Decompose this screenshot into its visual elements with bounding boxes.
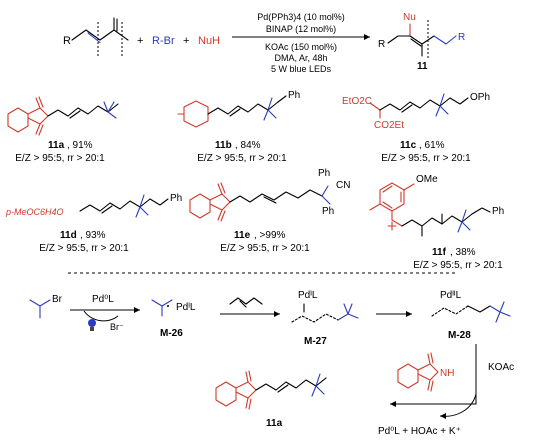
bromide-anion: Br⁻ <box>110 322 124 332</box>
ester2-11c: CO2Et <box>374 120 404 131</box>
tbu-bromide: Br <box>29 294 63 319</box>
condition-solvent: DMA, Ar, 48h <box>274 53 327 63</box>
sub2-11e: Ph <box>322 206 334 217</box>
product-11d: p-MeOC6H4O Ph 11d , 93% E/Z > 95:5, rr >… <box>5 193 182 254</box>
label-11b: 11b <box>215 140 232 151</box>
label-11f: 11f <box>432 247 447 258</box>
intermediate-m28: PdᴵᴵL M-28 <box>431 290 511 341</box>
intermediate-m26: PdᴵL M-26 <box>151 299 196 339</box>
yield-11f: , 38% <box>450 247 476 258</box>
blue-led-icon <box>88 319 96 331</box>
sub-11d: Ph <box>170 193 182 204</box>
label-m28: M-28 <box>448 330 471 341</box>
product-11-structure: Nu R R 11 <box>378 12 465 72</box>
label-11c: 11c <box>400 140 417 151</box>
intermediate-m27: PdᴵL M-27 <box>291 290 359 347</box>
byproducts-label: Pd⁰L + HOAc + K⁺ <box>378 426 461 437</box>
condition-ligand: BINAP (12 mol%) <box>266 24 336 34</box>
pd0l-catalyst: Pd⁰L <box>92 294 114 305</box>
mech-arrow-2 <box>220 297 280 317</box>
diene-substrate: R <box>63 17 129 56</box>
label-m27: M-27 <box>304 336 327 347</box>
reagent-nuh: NuH <box>198 35 220 47</box>
nu-11d: p-MeOC6H4O <box>5 207 64 217</box>
mech-arrow-1: Pd⁰L Br⁻ <box>70 294 140 332</box>
ome-11f: OMe <box>416 174 438 185</box>
nh-label: NH <box>440 368 454 379</box>
product-11e: Ph CN Ph 11e , >99% E/Z > 95:5, rr > 20:… <box>189 168 350 254</box>
sub-11f: Ph <box>492 206 504 217</box>
selectivity-11b: E/Z > 95:5, rr > 20:1 <box>197 153 287 164</box>
sub1-11e: Ph <box>318 168 330 179</box>
ester1-11c: EtO2C <box>342 96 372 107</box>
product-11b: Ph 11b , 84% E/Z > 95:5, rr > 20:1 <box>177 90 300 164</box>
bromide-label: Br <box>52 294 63 305</box>
product-11c: EtO2C CO2Et OPh 11c , 61% E/Z > 95:5, rr… <box>342 92 490 164</box>
label-11a: 11a <box>48 140 65 151</box>
product-11-label: 11 <box>417 61 428 72</box>
condition-catalyst: Pd(PPh3)4 (10 mol%) <box>257 12 345 22</box>
selectivity-11d: E/Z > 95:5, rr > 20:1 <box>39 243 129 254</box>
label-11d: 11d <box>60 230 77 241</box>
selectivity-11e: E/Z > 95:5, rr > 20:1 <box>220 243 310 254</box>
final-product-11a: 11a <box>215 370 327 429</box>
selectivity-11a: E/Z > 95:5, rr > 20:1 <box>15 153 105 164</box>
selectivity-11f: E/Z > 95:5, rr > 20:1 <box>413 260 503 271</box>
reagent-rbr: R-Br <box>152 35 175 47</box>
product-nu-label: Nu <box>403 12 416 23</box>
plus-sign-2: + <box>183 35 189 47</box>
pd2l-m28: PdᴵᴵL <box>440 290 462 301</box>
phthalimide-reagent: NH <box>397 352 454 392</box>
sub-11b: Ph <box>288 90 300 101</box>
yield-11d: , 93% <box>80 230 106 241</box>
substrate-r-label: R <box>63 35 71 47</box>
product-11f: OMe Ph 11f , 38% E/Z > 95:5, rr > 20:1 <box>369 174 504 271</box>
yield-11b: , 84% <box>235 140 261 151</box>
pd1l-m27: PdᴵL <box>298 290 318 301</box>
plus-sign-1: + <box>137 35 143 47</box>
product-11a: 11a , 91% E/Z > 95:5, rr > 20:1 <box>7 96 119 164</box>
sub-11c: OPh <box>470 92 490 103</box>
pd1l-m26: PdᴵL <box>176 302 196 313</box>
yield-11e: , >99% <box>254 230 286 241</box>
label-final-11a: 11a <box>266 418 283 429</box>
selectivity-11c: E/Z > 95:5, rr > 20:1 <box>381 153 471 164</box>
sub3-11e: CN <box>336 180 350 191</box>
condition-base: KOAc (150 mol%) <box>265 42 337 52</box>
reaction-arrow <box>232 34 370 40</box>
label-m26: M-26 <box>160 328 183 339</box>
yield-11a: , 91% <box>67 140 93 151</box>
product-r2-label: R <box>458 32 465 43</box>
product-r1-label: R <box>378 39 385 50</box>
yield-11c: , 61% <box>419 140 445 151</box>
mech-arrow-3 <box>376 311 412 317</box>
condition-light: 5 W blue LEDs <box>271 64 332 74</box>
koac-label: KOAc <box>488 362 514 373</box>
mech-arrow-4 <box>390 344 477 419</box>
label-11e: 11e <box>234 230 251 241</box>
